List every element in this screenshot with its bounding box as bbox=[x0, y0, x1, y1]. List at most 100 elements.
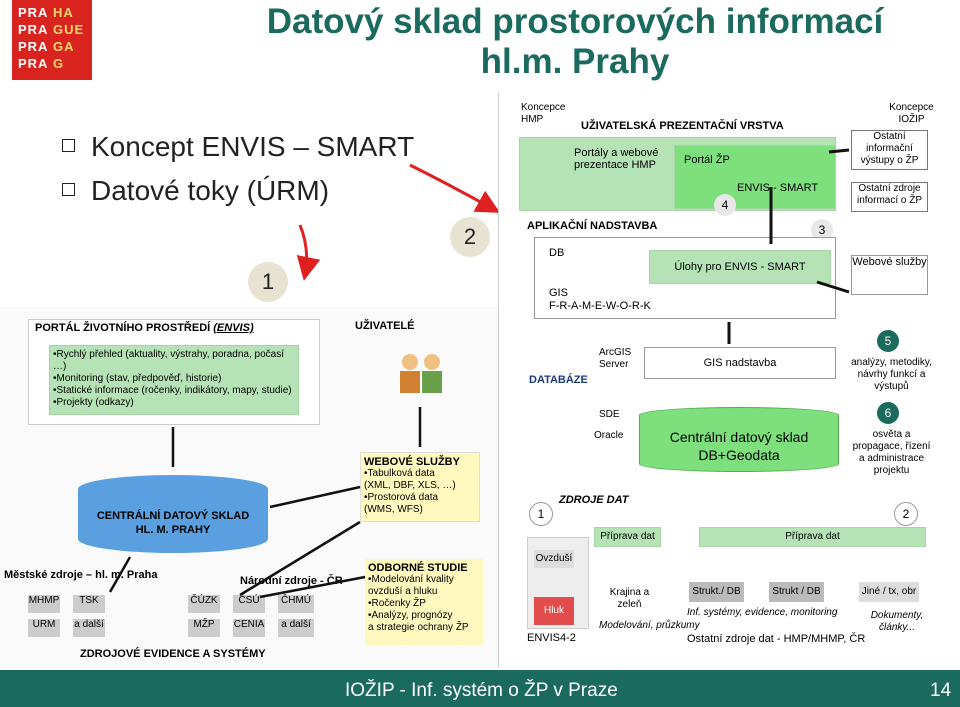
central-warehouse: Centrální datový sklad DB+Geodata bbox=[639, 407, 839, 472]
arrow-1 bbox=[296, 224, 321, 281]
ulohy-box: Úlohy pro ENVIS - SMART bbox=[649, 250, 831, 284]
portal-box: PORTÁL ŽIVOTNÍHO PROSTŘEDÍ (ENVIS) •Rych… bbox=[28, 319, 320, 425]
num-2: 2 bbox=[894, 502, 918, 526]
source-item: ČÚZK bbox=[188, 595, 220, 613]
portal-zp-box bbox=[674, 145, 836, 209]
studies-item: •Modelování kvality bbox=[368, 574, 454, 585]
web-services-item: (XML, DBF, XLS, …) bbox=[364, 480, 456, 491]
footer-text: IOŽIP - Inf. systém o ŽP v Praze bbox=[345, 680, 618, 701]
marker-1: 1 bbox=[248, 262, 288, 302]
num-3: 3 bbox=[811, 219, 833, 241]
studies-item: •Analýzy, prognózy bbox=[368, 610, 453, 621]
central-label: Centrální datový sklad bbox=[669, 429, 809, 445]
central-line-1: CENTRÁLNÍ DATOVÝ SKLAD bbox=[96, 510, 250, 522]
framework-label: F-R-A-M-E-W-O-R-K bbox=[549, 300, 651, 312]
oracle-label: Oracle bbox=[594, 430, 624, 441]
arrow-2 bbox=[409, 163, 501, 213]
dbgeo-label: DB+Geodata bbox=[698, 447, 780, 463]
logo-text: G bbox=[53, 56, 65, 71]
source-item: TSK bbox=[73, 595, 105, 613]
sources-footer-label: ZDROJOVÉ EVIDENCE A SYSTÉMY bbox=[80, 648, 266, 660]
num-1: 1 bbox=[529, 502, 553, 526]
envis-smart-label: ENVIS - SMART bbox=[737, 182, 819, 194]
jine-box: Jiné / tx, obr bbox=[859, 582, 919, 602]
num-4: 4 bbox=[714, 194, 736, 216]
logo-text: HA bbox=[53, 5, 74, 20]
studies-title: ODBORNÉ STUDIE bbox=[368, 562, 468, 574]
source-item: CENIA bbox=[233, 619, 265, 637]
ostatni-zdroje: Ostatní zdroje informací o ŽP bbox=[851, 182, 928, 212]
central-line-2: HL. M. PRAHY bbox=[135, 524, 211, 536]
portal-item: •Statické informace (ročenky, indikátory… bbox=[53, 385, 292, 396]
arcgis-label: ArcGIS Server bbox=[599, 347, 632, 370]
bullet-text: Datové toky (ÚRM) bbox=[91, 175, 330, 206]
studies-box: ODBORNÉ STUDIE •Modelování kvality ovzdu… bbox=[365, 559, 483, 645]
studies-item: a strategie ochrany ŽP bbox=[368, 622, 469, 633]
gis-nadstavba-box: GIS nadstavba bbox=[644, 347, 836, 379]
ostatni-zdroje-dat-label: Ostatní zdroje dat - HMP/MHMP, ČR bbox=[687, 633, 866, 645]
bullet-item: Datové toky (ÚRM) bbox=[62, 169, 414, 213]
source-item: ČSÚ bbox=[233, 595, 265, 613]
logo-text: GUE bbox=[53, 22, 85, 37]
web-services-title: WEBOVÉ SLUŽBY bbox=[364, 456, 460, 468]
web-services-item: •Tabulková data bbox=[364, 468, 435, 479]
logo-text: PRA bbox=[18, 56, 49, 71]
envis42-label: ENVIS4-2 bbox=[527, 632, 576, 644]
priprava-dat-1: Příprava dat bbox=[594, 527, 661, 547]
hluk-box: Hluk bbox=[534, 597, 574, 625]
logo-text: PRA bbox=[18, 22, 49, 37]
source-item: ČHMÚ bbox=[278, 595, 314, 613]
koncepce-hmp: Koncepce HMP bbox=[521, 102, 566, 125]
webove-sluzby-box: Webové služby bbox=[851, 255, 928, 295]
title-line-2: hl.m. Prahy bbox=[480, 42, 670, 81]
databaze-title: DATABÁZE bbox=[529, 374, 588, 386]
bullet-item: Koncept ENVIS – SMART bbox=[62, 125, 414, 169]
source-item: a další bbox=[73, 619, 105, 637]
logo-text: GA bbox=[53, 39, 75, 54]
ostatni-vystupy: Ostatní informační výstupy o ŽP bbox=[851, 130, 928, 170]
strukt-db-1: Strukt./ DB bbox=[689, 582, 744, 602]
right-diagram-arrows bbox=[727, 148, 850, 344]
num-5: 5 bbox=[877, 330, 899, 352]
user-layer-title: UŽIVATELSKÁ PREZENTAČNÍ VRSTVA bbox=[581, 120, 784, 132]
gis-label: GIS bbox=[549, 287, 568, 299]
krajina-box: Krajina a zeleň bbox=[609, 587, 650, 610]
portal-title: PORTÁL ŽIVOTNÍHO PROSTŘEDÍ (ENVIS) bbox=[35, 322, 254, 334]
source-item: URM bbox=[28, 619, 60, 637]
users-icon bbox=[400, 354, 442, 393]
left-diagram-arrows bbox=[108, 407, 422, 599]
analyzy-text: analýzy, metodiky, návrhy funkcí a výstu… bbox=[851, 357, 932, 392]
koncepce-iozip: Koncepce IOŽIP bbox=[889, 102, 934, 125]
slide-footer: IOŽIP - Inf. systém o ŽP v Praze 14 bbox=[0, 670, 960, 707]
source-item: MŽP bbox=[188, 619, 220, 637]
slide-title: Datový sklad prostorových informací hl.m… bbox=[190, 2, 960, 82]
logo-text: PRA bbox=[18, 5, 49, 20]
source-item: MHMP bbox=[28, 595, 60, 613]
red-arrows bbox=[296, 163, 501, 281]
osveta-text: osvěta a propagace, řízení a administrac… bbox=[852, 429, 931, 476]
inf-systemy-label: Inf. systémy, evidence, monitoring bbox=[687, 607, 838, 618]
modelovani-label: Modelování, průzkumy bbox=[599, 620, 700, 631]
priprava-dat-2: Příprava dat bbox=[699, 527, 926, 547]
portal-link[interactable]: (ENVIS) bbox=[213, 322, 254, 334]
portaly-label: Portály a webové prezentace HMP bbox=[574, 147, 659, 171]
zdroje-dat-title: ZDROJE DAT bbox=[559, 494, 629, 506]
app-layer-title: APLIKAČNÍ NADSTAVBA bbox=[527, 220, 658, 232]
page-number: 14 bbox=[930, 680, 952, 701]
checkbox-bullet-icon bbox=[62, 183, 75, 197]
num-6: 6 bbox=[877, 402, 899, 424]
ovzdusi-box: Ovzduší bbox=[534, 550, 574, 568]
portal-item: •Projekty (odkazy) bbox=[53, 397, 134, 408]
bullet-text: Koncept ENVIS – SMART bbox=[91, 131, 415, 162]
web-services-box: WEBOVÉ SLUŽBY •Tabulková data (XML, DBF,… bbox=[360, 452, 480, 522]
checkbox-bullet-icon bbox=[62, 139, 75, 153]
portal-item: •Monitoring (stav, předpověď, historie) bbox=[53, 373, 222, 384]
bullet-list: Koncept ENVIS – SMART Datové toky (ÚRM) bbox=[62, 125, 414, 213]
studies-item: •Ročenky ŽP bbox=[368, 598, 426, 609]
studies-item: ovzduší a hluku bbox=[368, 586, 438, 597]
sources-grid: MHMP TSK ČÚZK ČSÚ ČHMÚ URM a další MŽP C… bbox=[28, 595, 318, 643]
sde-label: SDE bbox=[599, 409, 620, 420]
source-item: a další bbox=[278, 619, 314, 637]
db-label: DB bbox=[549, 247, 565, 259]
portal-item: •Rychlý přehled (aktuality, výstrahy, po… bbox=[53, 349, 285, 372]
